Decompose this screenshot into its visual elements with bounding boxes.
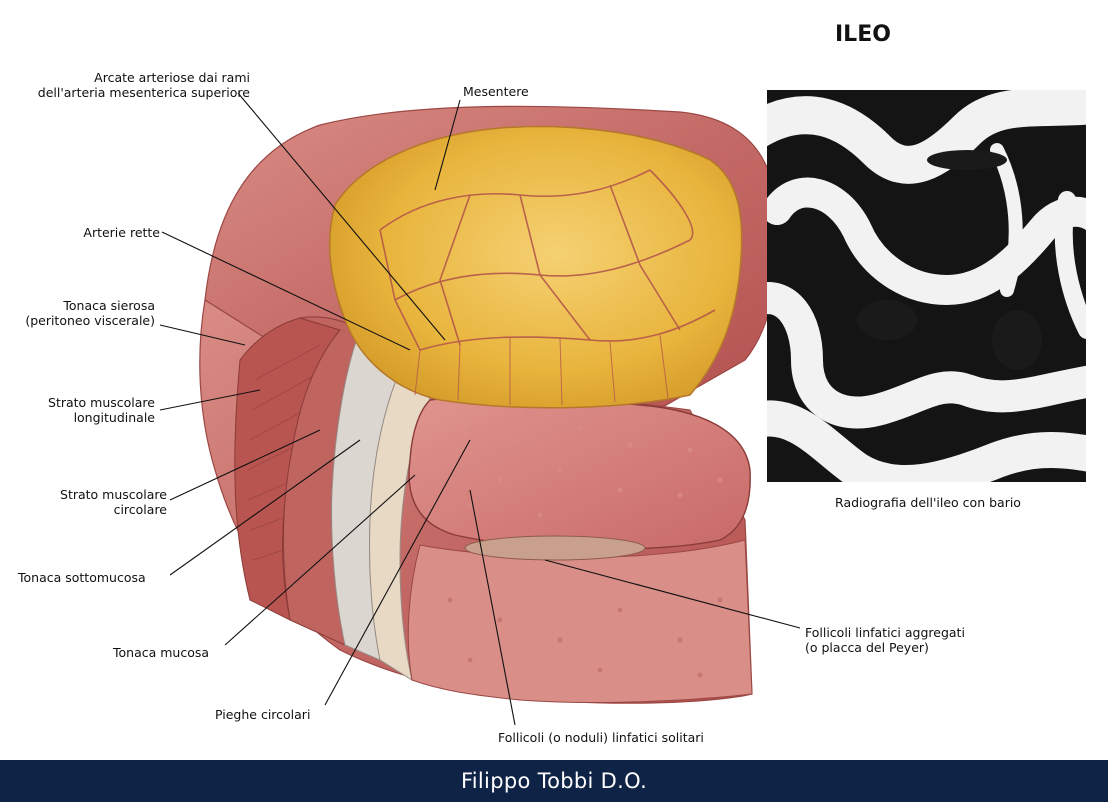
peyer-patch xyxy=(465,536,645,560)
label-strato-circolare: Strato muscolare circolare xyxy=(5,487,167,517)
label-tonaca-sottomucosa: Tonaca sottomucosa xyxy=(18,570,146,585)
lumen-opening xyxy=(409,398,750,550)
label-pieghe-circolari: Pieghe circolari xyxy=(215,707,310,722)
label-follicoli-aggregati: Follicoli linfatici aggregati (o placca … xyxy=(805,625,965,655)
label-tonaca-mucosa: Tonaca mucosa xyxy=(113,645,209,660)
label-arterie-rette: Arterie rette xyxy=(20,225,160,240)
label-mesentere: Mesentere xyxy=(463,84,529,99)
footer-text: Filippo Tobbi D.O. xyxy=(461,769,647,793)
mucosa-surface-lower xyxy=(408,540,752,702)
label-arcate-arteriose: Arcate arteriose dai rami dell'arteria m… xyxy=(5,70,250,100)
label-strato-longitudinale: Strato muscolare longitudinale xyxy=(5,395,155,425)
label-follicoli-solitari: Follicoli (o noduli) linfatici solitari xyxy=(498,730,704,745)
xray-caption: Radiografia dell'ileo con bario xyxy=(770,495,1086,510)
label-tonaca-sierosa: Tonaca sierosa (peritoneo viscerale) xyxy=(5,298,155,328)
xray-image xyxy=(767,90,1086,482)
footer-author: Filippo Tobbi D.O. xyxy=(0,760,1108,802)
mesentery xyxy=(330,127,742,408)
